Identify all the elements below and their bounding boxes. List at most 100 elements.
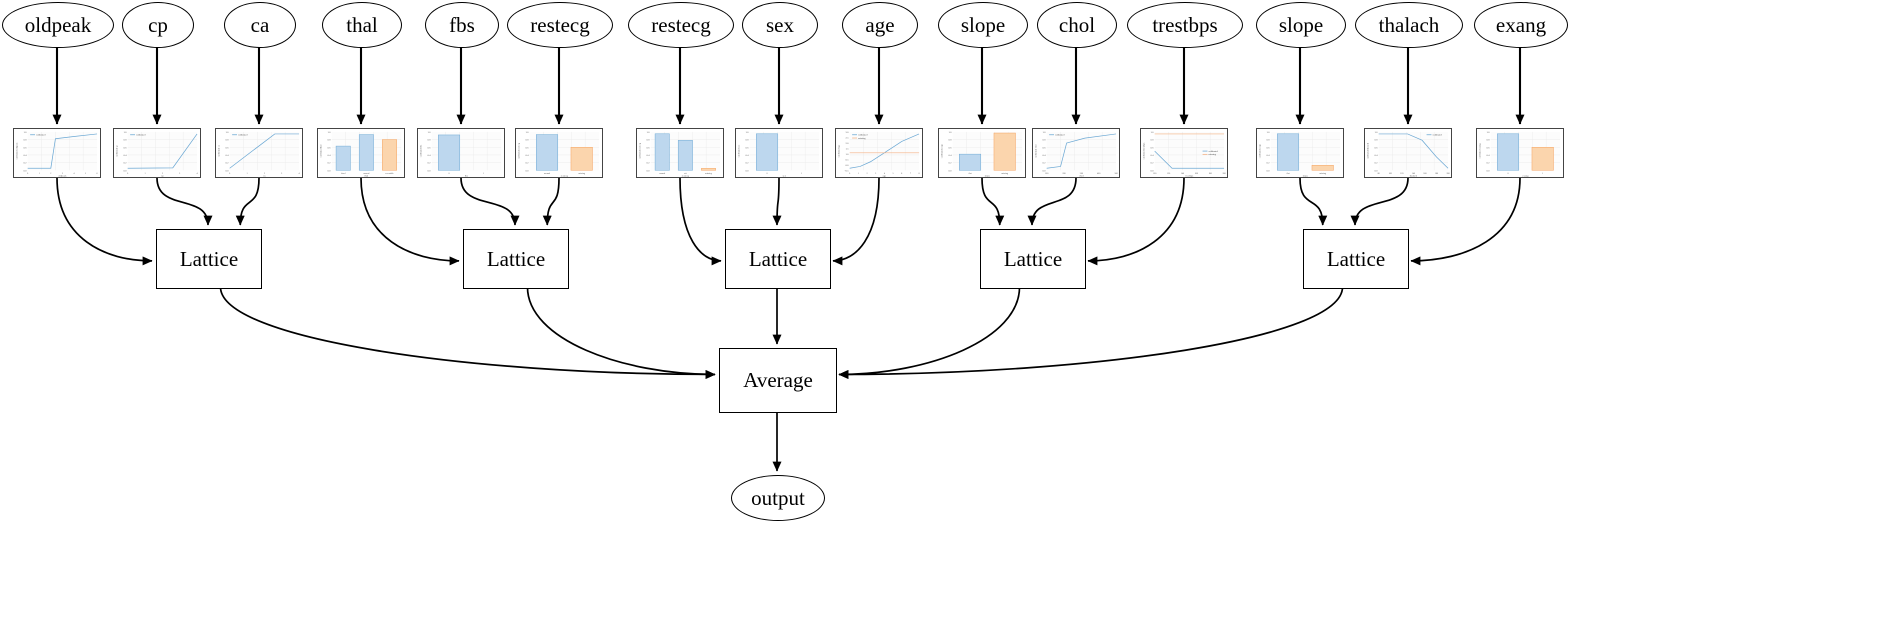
output-node[interactable]: output xyxy=(731,475,825,521)
feature-node-restecg1[interactable]: restecg xyxy=(507,2,613,48)
svg-text:0.6: 0.6 xyxy=(1266,146,1270,149)
svg-text:oldpeak: oldpeak xyxy=(58,174,67,177)
svg-text:1.0: 1.0 xyxy=(123,131,127,134)
svg-text:3.0: 3.0 xyxy=(845,131,849,134)
average-node[interactable]: Average xyxy=(719,348,837,413)
feature-node-thal[interactable]: thal xyxy=(322,2,402,48)
feature-node-oldpeak[interactable]: oldpeak xyxy=(2,2,114,48)
svg-text:0.0: 0.0 xyxy=(1486,169,1490,172)
svg-text:8: 8 xyxy=(919,173,920,175)
svg-text:160: 160 xyxy=(1195,173,1198,175)
edge-plot-to-lattice xyxy=(360,177,460,266)
svg-text:ca: ca xyxy=(263,174,266,177)
svg-text:calibrated restecg: calibrated restecg xyxy=(639,142,642,159)
svg-text:0.0: 0.0 xyxy=(1042,169,1046,172)
feature-node-label: thalach xyxy=(1378,12,1440,37)
feature-node-label: exang xyxy=(1495,12,1547,37)
svg-text:0.2: 0.2 xyxy=(327,162,331,165)
svg-text:st-t: st-t xyxy=(684,173,687,175)
svg-text:200: 200 xyxy=(1446,173,1449,175)
svg-text:1.0: 1.0 xyxy=(525,131,529,134)
svg-text:1: 1 xyxy=(858,173,859,175)
svg-text:thal: thal xyxy=(364,174,368,177)
svg-text:0.8: 0.8 xyxy=(427,139,431,142)
svg-text:0.0: 0.0 xyxy=(327,169,331,172)
svg-text:0.0: 0.0 xyxy=(427,169,431,172)
lattice-node-1[interactable]: Lattice xyxy=(156,229,262,289)
lattice-node-5[interactable]: Lattice xyxy=(1303,229,1409,289)
lattice-node-label: Lattice xyxy=(1003,246,1063,271)
svg-text:0.8: 0.8 xyxy=(123,139,127,142)
svg-text:0.4: 0.4 xyxy=(745,154,749,157)
svg-text:3: 3 xyxy=(62,173,63,175)
feature-node-sex[interactable]: sex xyxy=(742,2,818,48)
feature-node-ca[interactable]: ca xyxy=(224,2,296,48)
feature-node-slope2[interactable]: slope xyxy=(1256,2,1346,48)
svg-text:1: 1 xyxy=(801,173,802,175)
feature-node-exang[interactable]: exang xyxy=(1474,2,1568,48)
feature-node-fbs[interactable]: fbs xyxy=(425,2,499,48)
feature-node-age[interactable]: age xyxy=(842,2,918,48)
lattice-node-4[interactable]: Lattice xyxy=(980,229,1086,289)
svg-text:fixed: fixed xyxy=(341,172,346,175)
edge-plot-to-lattice xyxy=(981,177,1005,226)
svg-text:missing: missing xyxy=(578,172,586,175)
svg-text:trestbps: trestbps xyxy=(1185,174,1193,177)
svg-text:0.4: 0.4 xyxy=(1042,154,1046,157)
svg-text:calibrated thal: calibrated thal xyxy=(320,144,323,157)
svg-text:0.8: 0.8 xyxy=(1486,139,1490,142)
svg-text:1.0: 1.0 xyxy=(1266,131,1270,134)
svg-text:0.2: 0.2 xyxy=(646,162,650,165)
svg-text:0.0: 0.0 xyxy=(525,169,529,172)
edge-lattice-to-average xyxy=(838,286,1021,379)
feature-node-label: cp xyxy=(148,12,168,37)
lattice-node-label: Lattice xyxy=(486,246,546,271)
feature-node-slope1[interactable]: slope xyxy=(938,2,1028,48)
svg-text:0.6: 0.6 xyxy=(1374,146,1378,149)
lattice-node-2[interactable]: Lattice xyxy=(463,229,569,289)
svg-text:0: 0 xyxy=(766,173,767,175)
svg-text:120: 120 xyxy=(1167,173,1170,175)
feature-node-cp[interactable]: cp xyxy=(122,2,194,48)
svg-text:1.0: 1.0 xyxy=(948,131,952,134)
edge-plot-to-lattice xyxy=(772,177,782,226)
feature-node-label: ca xyxy=(250,12,270,37)
svg-text:0.2: 0.2 xyxy=(745,162,749,165)
feature-node-trestbps[interactable]: trestbps xyxy=(1127,2,1243,48)
svg-text:0.6: 0.6 xyxy=(1042,146,1046,149)
svg-text:400: 400 xyxy=(1097,173,1100,175)
svg-text:0.0: 0.0 xyxy=(948,169,952,172)
svg-text:0.0: 0.0 xyxy=(845,164,849,167)
svg-text:0.6: 0.6 xyxy=(23,146,27,149)
feature-node-thalach[interactable]: thalach xyxy=(1355,2,1463,48)
svg-text:0.6: 0.6 xyxy=(745,146,749,149)
svg-text:1: 1 xyxy=(144,173,145,175)
svg-text:chol: chol xyxy=(1079,174,1084,177)
svg-text:0.0: 0.0 xyxy=(646,169,650,172)
svg-text:calibrated: calibrated xyxy=(238,134,248,137)
svg-text:1.0: 1.0 xyxy=(745,131,749,134)
svg-text:0.6: 0.6 xyxy=(427,146,431,149)
svg-text:0.0: 0.0 xyxy=(1150,169,1154,172)
edge-lattice-to-average xyxy=(219,286,716,379)
feature-node-chol[interactable]: chol xyxy=(1037,2,1117,48)
lattice-node-3[interactable]: Lattice xyxy=(725,229,831,289)
svg-text:0.4: 0.4 xyxy=(123,154,127,157)
feature-node-restecg2[interactable]: restecg xyxy=(628,2,734,48)
